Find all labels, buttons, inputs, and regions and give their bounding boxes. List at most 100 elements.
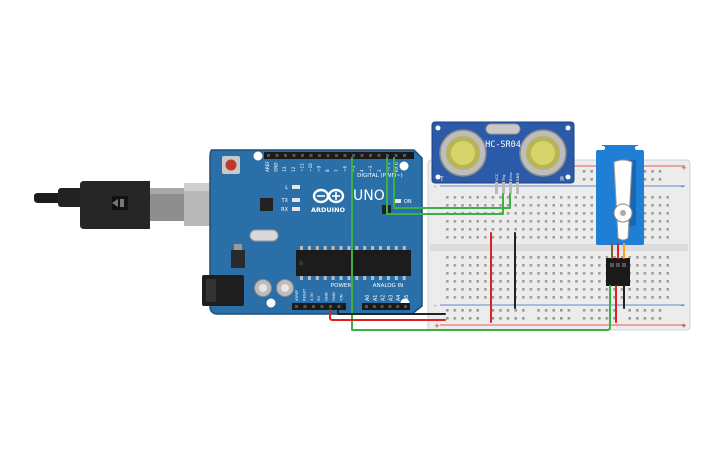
terminal-hole[interactable] [468,264,472,267]
terminal-hole[interactable] [658,256,662,259]
terminal-hole[interactable] [499,264,502,267]
terminal-hole[interactable] [537,220,540,223]
terminal-hole[interactable] [453,204,457,207]
terminal-hole[interactable] [658,264,662,267]
terminal-hole[interactable] [560,228,563,231]
terminal-hole[interactable] [529,196,533,199]
terminal-hole[interactable] [643,236,647,239]
terminal-hole[interactable] [582,296,586,299]
terminal-hole[interactable] [567,220,571,223]
digital-pin-hole[interactable] [369,154,372,157]
terminal-hole[interactable] [643,272,647,275]
terminal-hole[interactable] [666,228,669,231]
terminal-hole[interactable] [666,272,669,275]
terminal-hole[interactable] [552,228,555,231]
terminal-hole[interactable] [613,296,616,299]
rail-hole[interactable] [582,178,586,181]
rail-hole[interactable] [651,170,654,173]
terminal-hole[interactable] [544,204,548,207]
terminal-hole[interactable] [598,280,601,283]
rail-hole[interactable] [514,309,517,312]
analog-pin-hole[interactable] [388,305,392,308]
terminal-hole[interactable] [620,296,624,299]
terminal-hole[interactable] [613,288,616,291]
terminal-hole[interactable] [529,264,533,267]
analog-pin-hole[interactable] [404,305,407,308]
terminal-hole[interactable] [491,196,495,199]
rail-hole[interactable] [643,309,647,312]
terminal-hole[interactable] [575,204,578,207]
terminal-hole[interactable] [643,296,647,299]
terminal-hole[interactable] [560,236,563,239]
terminal-hole[interactable] [590,288,593,291]
wire-5v[interactable] [329,309,446,321]
terminal-hole[interactable] [484,228,487,231]
terminal-hole[interactable] [522,204,525,207]
terminal-hole[interactable] [468,204,472,207]
rail-hole[interactable] [582,170,586,173]
analog-pin-hole[interactable] [372,305,376,308]
rail-hole[interactable] [476,309,479,312]
terminal-hole[interactable] [461,220,464,223]
terminal-hole[interactable] [506,264,510,267]
terminal-hole[interactable] [506,256,510,259]
terminal-hole[interactable] [582,256,586,259]
terminal-hole[interactable] [453,220,457,223]
terminal-hole[interactable] [658,204,662,207]
terminal-hole[interactable] [598,288,601,291]
terminal-hole[interactable] [446,288,449,291]
terminal-hole[interactable] [484,272,487,275]
terminal-hole[interactable] [567,228,571,231]
rail-hole[interactable] [522,317,525,320]
terminal-hole[interactable] [552,288,555,291]
terminal-hole[interactable] [446,236,449,239]
rail-hole[interactable] [605,317,609,320]
terminal-hole[interactable] [651,212,654,215]
terminal-hole[interactable] [522,228,525,231]
rail-hole[interactable] [643,317,647,320]
terminal-hole[interactable] [552,220,555,223]
terminal-hole[interactable] [560,256,563,259]
rail-hole[interactable] [643,170,647,173]
terminal-hole[interactable] [567,288,571,291]
terminal-hole[interactable] [552,280,555,283]
analog-pin-hole[interactable] [380,305,384,308]
terminal-hole[interactable] [468,296,472,299]
terminal-hole[interactable] [575,264,578,267]
rail-hole[interactable] [651,309,654,312]
terminal-hole[interactable] [529,228,533,231]
terminal-hole[interactable] [590,204,593,207]
terminal-hole[interactable] [560,296,563,299]
terminal-hole[interactable] [461,296,464,299]
rail-hole[interactable] [468,317,472,320]
terminal-hole[interactable] [499,220,502,223]
power-pin-hole[interactable] [303,305,307,308]
terminal-hole[interactable] [658,288,662,291]
rail-hole[interactable] [491,317,495,320]
digital-pin-hole[interactable] [377,154,381,157]
digital-pin-hole[interactable] [326,154,330,157]
digital-pin-hole[interactable] [267,154,270,157]
terminal-hole[interactable] [446,264,449,267]
rail-hole[interactable] [506,317,510,320]
terminal-hole[interactable] [666,204,669,207]
terminal-hole[interactable] [658,272,662,275]
terminal-hole[interactable] [651,220,654,223]
terminal-hole[interactable] [544,256,548,259]
terminal-hole[interactable] [666,256,669,259]
terminal-hole[interactable] [582,228,586,231]
terminal-hole[interactable] [506,280,510,283]
terminal-hole[interactable] [651,196,654,199]
rail-hole[interactable] [605,309,609,312]
terminal-hole[interactable] [499,196,502,199]
terminal-hole[interactable] [461,280,464,283]
terminal-hole[interactable] [491,256,495,259]
terminal-hole[interactable] [666,220,669,223]
digital-pin-hole[interactable] [403,154,406,157]
terminal-hole[interactable] [506,272,510,275]
terminal-hole[interactable] [636,280,639,283]
terminal-hole[interactable] [453,256,457,259]
terminal-hole[interactable] [529,296,533,299]
terminal-hole[interactable] [582,264,586,267]
